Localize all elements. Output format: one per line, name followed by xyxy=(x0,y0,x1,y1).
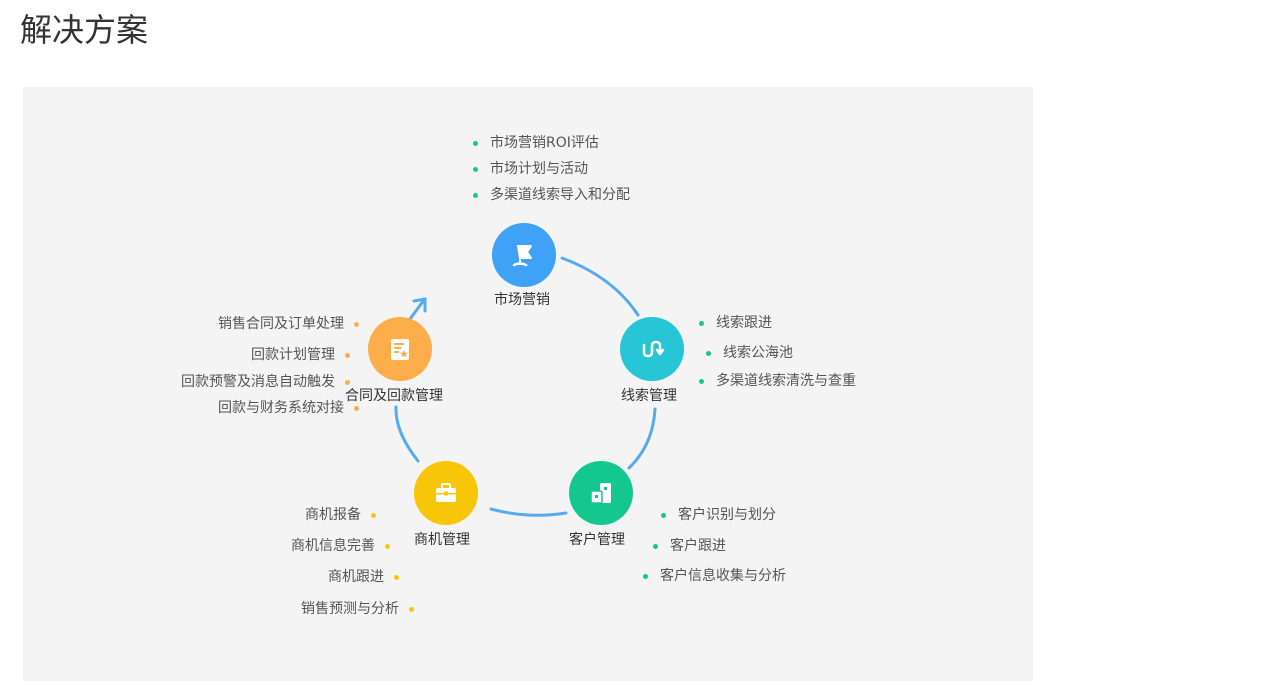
bullet-dot xyxy=(385,543,390,549)
customers-feature-3: 客户信息收集与分析 xyxy=(643,567,786,585)
building-icon xyxy=(590,483,611,504)
opportunities-feature-2: 商机信息完善 xyxy=(291,537,390,555)
customers-feature-2: 客户跟进 xyxy=(653,537,726,555)
contracts-feature-1: 销售合同及订单处理 xyxy=(218,315,359,333)
opportunities-feature-1: 商机报备 xyxy=(305,506,376,524)
feature-text: 多渠道线索清洗与查重 xyxy=(716,373,856,389)
bullet-dot xyxy=(473,192,478,198)
marketing-feature-3: 多渠道线索导入和分配 xyxy=(473,186,630,204)
bullet-dot xyxy=(473,140,478,146)
bullet-dot xyxy=(394,574,399,580)
bullet-dot xyxy=(409,606,414,612)
feature-text: 回款与财务系统对接 xyxy=(218,400,344,416)
bullet-dot xyxy=(699,378,704,384)
feature-text: 回款预警及消息自动触发 xyxy=(181,374,335,390)
cycle-connectors xyxy=(394,256,657,517)
opportunities-feature-4: 销售预测与分析 xyxy=(301,600,414,618)
feature-text: 客户识别与划分 xyxy=(678,507,776,523)
feature-text: 销售合同及订单处理 xyxy=(218,316,344,332)
flag-icon xyxy=(512,245,532,267)
leads-feature-2: 线索公海池 xyxy=(706,344,793,362)
feature-text: 线索跟进 xyxy=(716,315,772,331)
briefcase-icon xyxy=(436,483,456,502)
contracts-node-label: 合同及回款管理 xyxy=(345,388,443,404)
connector-contracts-marketing-arrow xyxy=(408,298,426,321)
marketing-node[interactable] xyxy=(492,223,556,287)
feature-text: 商机信息完善 xyxy=(291,538,375,554)
page-title: 解决方案 xyxy=(20,11,149,49)
feature-text: 商机跟进 xyxy=(328,569,384,585)
bullet-dot xyxy=(699,320,704,326)
bullet-dot xyxy=(354,321,359,327)
feature-text: 客户跟进 xyxy=(670,538,726,554)
solution-diagram-panel: 市场营销 市场营销ROI评估 市场计划与活动 多渠道线索导入和分配 线索管理 线… xyxy=(23,87,1033,681)
flow-icon xyxy=(642,340,665,358)
feature-text: 客户信息收集与分析 xyxy=(660,568,786,584)
opportunities-node[interactable] xyxy=(414,461,478,525)
connector-marketing-leads xyxy=(560,256,640,317)
bullet-dot xyxy=(653,543,658,549)
bullet-dot xyxy=(371,512,376,518)
leads-node-label: 线索管理 xyxy=(621,388,677,404)
customers-node-label: 客户管理 xyxy=(569,532,625,548)
bullet-dot xyxy=(643,573,648,579)
feature-text: 多渠道线索导入和分配 xyxy=(490,187,630,203)
connector-opportunities-contracts xyxy=(394,405,420,463)
feature-text: 商机报备 xyxy=(305,507,361,523)
marketing-feature-1: 市场营销ROI评估 xyxy=(473,134,599,152)
customers-feature-1: 客户识别与划分 xyxy=(661,506,776,524)
marketing-feature-2: 市场计划与活动 xyxy=(473,160,588,178)
bullet-dot xyxy=(473,166,478,172)
feature-text: 回款计划管理 xyxy=(251,347,335,363)
opportunities-feature-3: 商机跟进 xyxy=(328,568,399,586)
connector-customers-opportunities xyxy=(489,507,568,517)
feature-text: 销售预测与分析 xyxy=(301,601,399,617)
leads-feature-3: 多渠道线索清洗与查重 xyxy=(699,372,856,390)
contracts-feature-2: 回款计划管理 xyxy=(251,346,350,364)
contracts-node[interactable] xyxy=(368,317,432,381)
feature-text: 市场计划与活动 xyxy=(490,161,588,177)
leads-node[interactable] xyxy=(620,317,684,381)
document-icon xyxy=(391,339,409,360)
arrowhead xyxy=(412,297,427,313)
feature-text: 线索公海池 xyxy=(723,345,793,361)
connector-leads-customers xyxy=(627,407,657,470)
feature-text: 市场营销ROI评估 xyxy=(490,135,599,151)
contracts-feature-4: 回款与财务系统对接 xyxy=(218,399,359,417)
marketing-node-label: 市场营销 xyxy=(494,292,550,308)
leads-feature-1: 线索跟进 xyxy=(699,314,772,332)
customers-node[interactable] xyxy=(569,461,633,525)
bullet-dot xyxy=(345,352,350,358)
opportunities-node-label: 商机管理 xyxy=(414,532,470,548)
contracts-feature-3: 回款预警及消息自动触发 xyxy=(181,373,350,391)
bullet-dot xyxy=(345,379,350,385)
bullet-dot xyxy=(354,405,359,411)
bullet-dot xyxy=(706,350,711,356)
bullet-dot xyxy=(661,512,666,518)
